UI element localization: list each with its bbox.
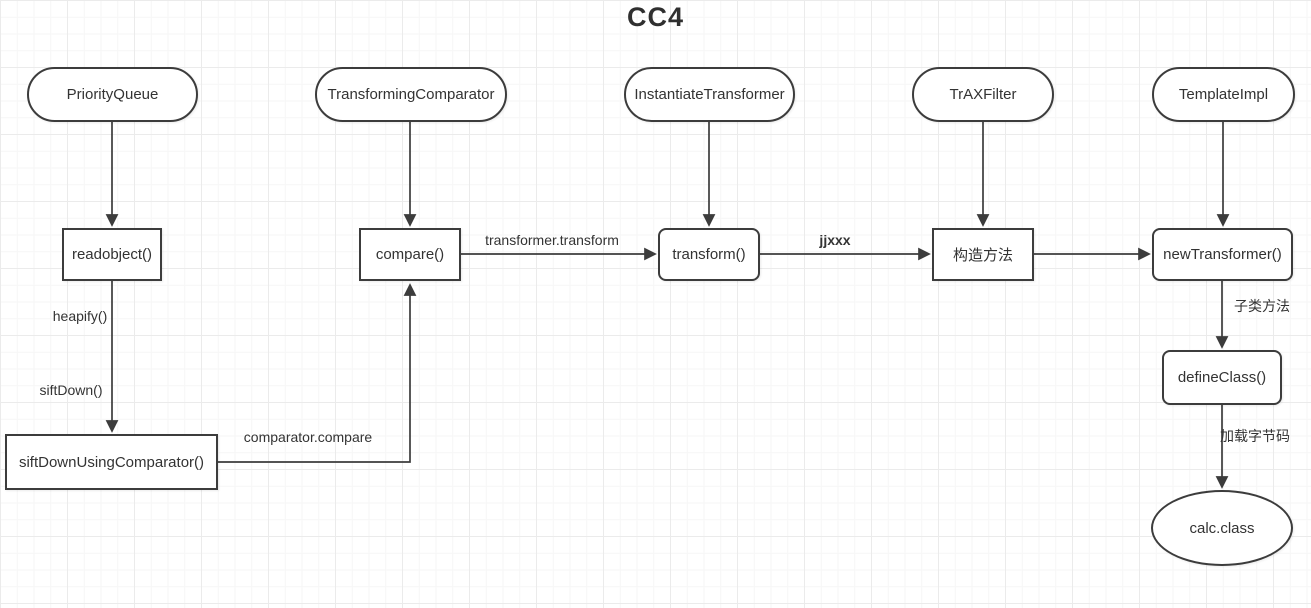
- node-calc-class: calc.class: [1151, 490, 1293, 566]
- node-readobject: readobject(): [62, 228, 162, 281]
- edge-label-subclass-method: 子类方法: [1234, 298, 1290, 314]
- node-template-impl: TemplateImpl: [1152, 67, 1295, 122]
- edge-label-sift-down: siftDown(): [39, 382, 103, 398]
- diagram-title: CC4: [626, 2, 684, 32]
- node-priority-queue: PriorityQueue: [27, 67, 198, 122]
- edge-label-heapify: heapify(): [52, 308, 108, 324]
- edge-label-jjxxx: jjxxx: [819, 232, 851, 248]
- node-sift-down-using-comparator: siftDownUsingComparator(): [5, 434, 218, 490]
- node-trax-filter: TrAXFilter: [912, 67, 1054, 122]
- node-instantiate-transformer: InstantiateTransformer: [624, 67, 795, 122]
- node-define-class: defineClass(): [1162, 350, 1282, 405]
- edge-label-transformer-transform: transformer.transform: [485, 232, 619, 248]
- node-transforming-comparator: TransformingComparator: [315, 67, 507, 122]
- edge-label-load-bytecode: 加载字节码: [1220, 428, 1290, 444]
- node-constructor-method: 构造方法: [932, 228, 1034, 281]
- edge-label-comparator-compare: comparator.compare: [243, 429, 373, 445]
- node-new-transformer: newTransformer(): [1152, 228, 1293, 281]
- node-transform: transform(): [658, 228, 760, 281]
- node-compare: compare(): [359, 228, 461, 281]
